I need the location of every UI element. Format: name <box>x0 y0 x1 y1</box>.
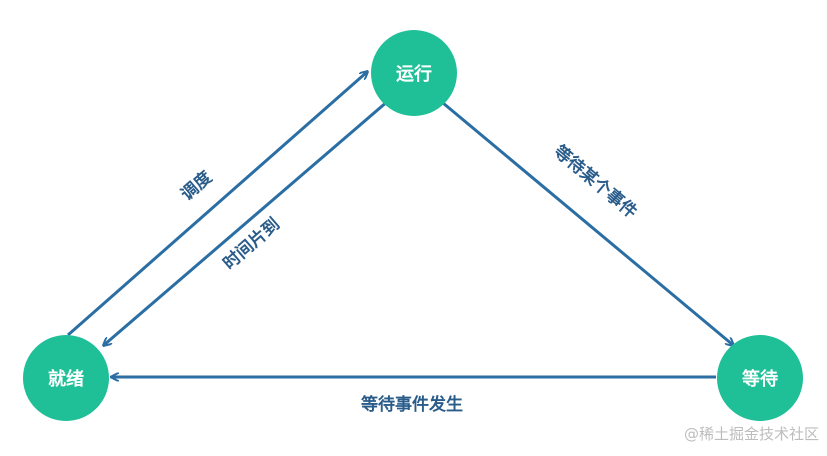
node-running: 运行 <box>371 30 457 116</box>
node-waiting: 等待 <box>717 335 803 421</box>
node-waiting-label: 等待 <box>742 368 778 390</box>
watermark: @稀土掘金技术社区 <box>683 425 819 443</box>
node-ready-label: 就绪 <box>48 368 84 390</box>
edge-label-event-occurs: 等待事件发生 <box>361 394 463 415</box>
edge-label-wait-event: 等待某个事件 <box>550 141 642 223</box>
edge-time-slice <box>104 99 389 345</box>
node-ready: 就绪 <box>23 335 109 421</box>
edge-label-schedule: 调度 <box>177 166 217 205</box>
edge-wait-event <box>442 101 733 345</box>
node-running-label: 运行 <box>396 63 432 85</box>
edge-schedule <box>67 72 367 337</box>
edge-label-time-slice: 时间片到 <box>219 214 284 274</box>
